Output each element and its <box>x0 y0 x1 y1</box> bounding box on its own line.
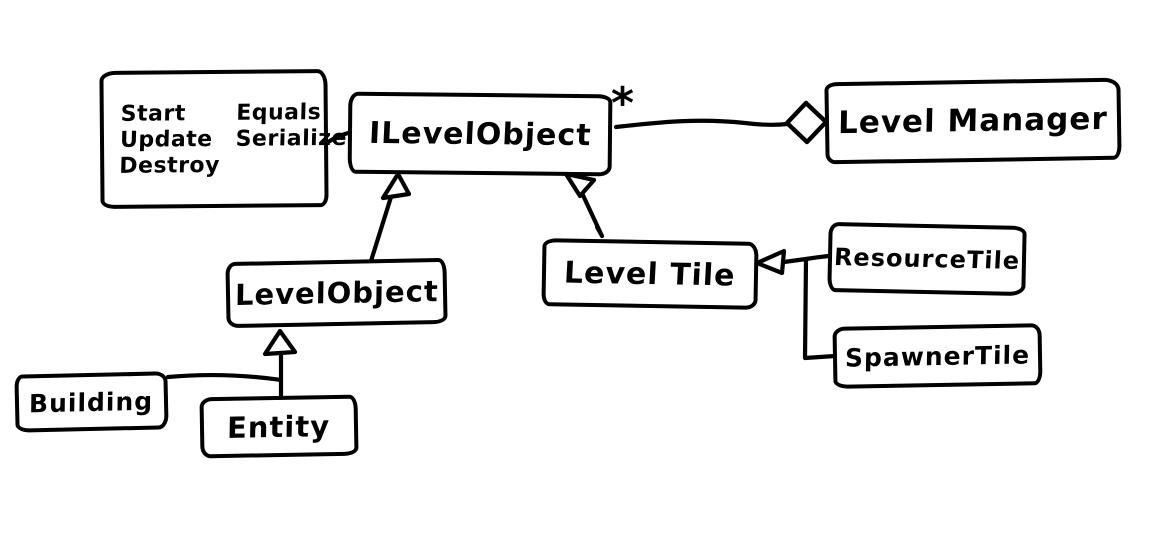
node-entity[interactable]: Entity <box>199 394 359 459</box>
class-name-label: SpawnerTile <box>844 339 1031 373</box>
edge-building-levelobject <box>165 372 284 383</box>
node-methods-note[interactable]: Start Equals Update Serialize Destroy <box>99 69 347 209</box>
class-name-label: Building <box>29 386 154 418</box>
class-name-label: ILevelObject <box>367 115 593 153</box>
class-name-label: Level Tile <box>563 255 737 293</box>
edge-levelobject-ilevelobject <box>368 194 394 264</box>
edge-aggregation-line <box>613 118 790 130</box>
inheritance-arrow-icon <box>262 328 298 357</box>
node-leveltile[interactable]: Level Tile <box>541 238 759 310</box>
class-name-label: ResourceTile <box>833 243 1021 275</box>
node-resourcetile[interactable]: ResourceTile <box>827 221 1027 297</box>
inheritance-arrow-icon <box>754 248 787 276</box>
node-spawnertile[interactable]: SpawnerTile <box>832 323 1043 389</box>
method-label: Start <box>120 100 187 127</box>
method-label <box>235 151 347 177</box>
multiplicity-label: * <box>611 78 635 129</box>
method-label: Destroy <box>118 152 221 179</box>
node-levelobject[interactable]: LevelObject <box>225 257 448 329</box>
edge-leveltile-ilevelobject <box>578 188 605 239</box>
aggregation-diamond-icon <box>784 100 829 145</box>
inheritance-arrow-icon <box>563 171 597 199</box>
node-ilevelobject[interactable]: ILevelObject <box>347 91 613 177</box>
method-label: Equals <box>235 99 322 126</box>
class-name-label: Level Manager <box>837 100 1109 142</box>
class-name-label: Entity <box>227 408 331 445</box>
node-building[interactable]: Building <box>14 371 169 433</box>
node-levelmanager[interactable]: Level Manager <box>824 77 1122 165</box>
class-name-label: LevelObject <box>234 274 439 312</box>
method-label: Update <box>119 126 213 153</box>
inheritance-arrow-icon <box>380 171 412 201</box>
methods-note-text: Start Equals Update Serialize Destroy <box>103 99 348 179</box>
method-label: Serialize <box>235 125 348 152</box>
edge-spawnertile-leveltile <box>802 256 838 361</box>
